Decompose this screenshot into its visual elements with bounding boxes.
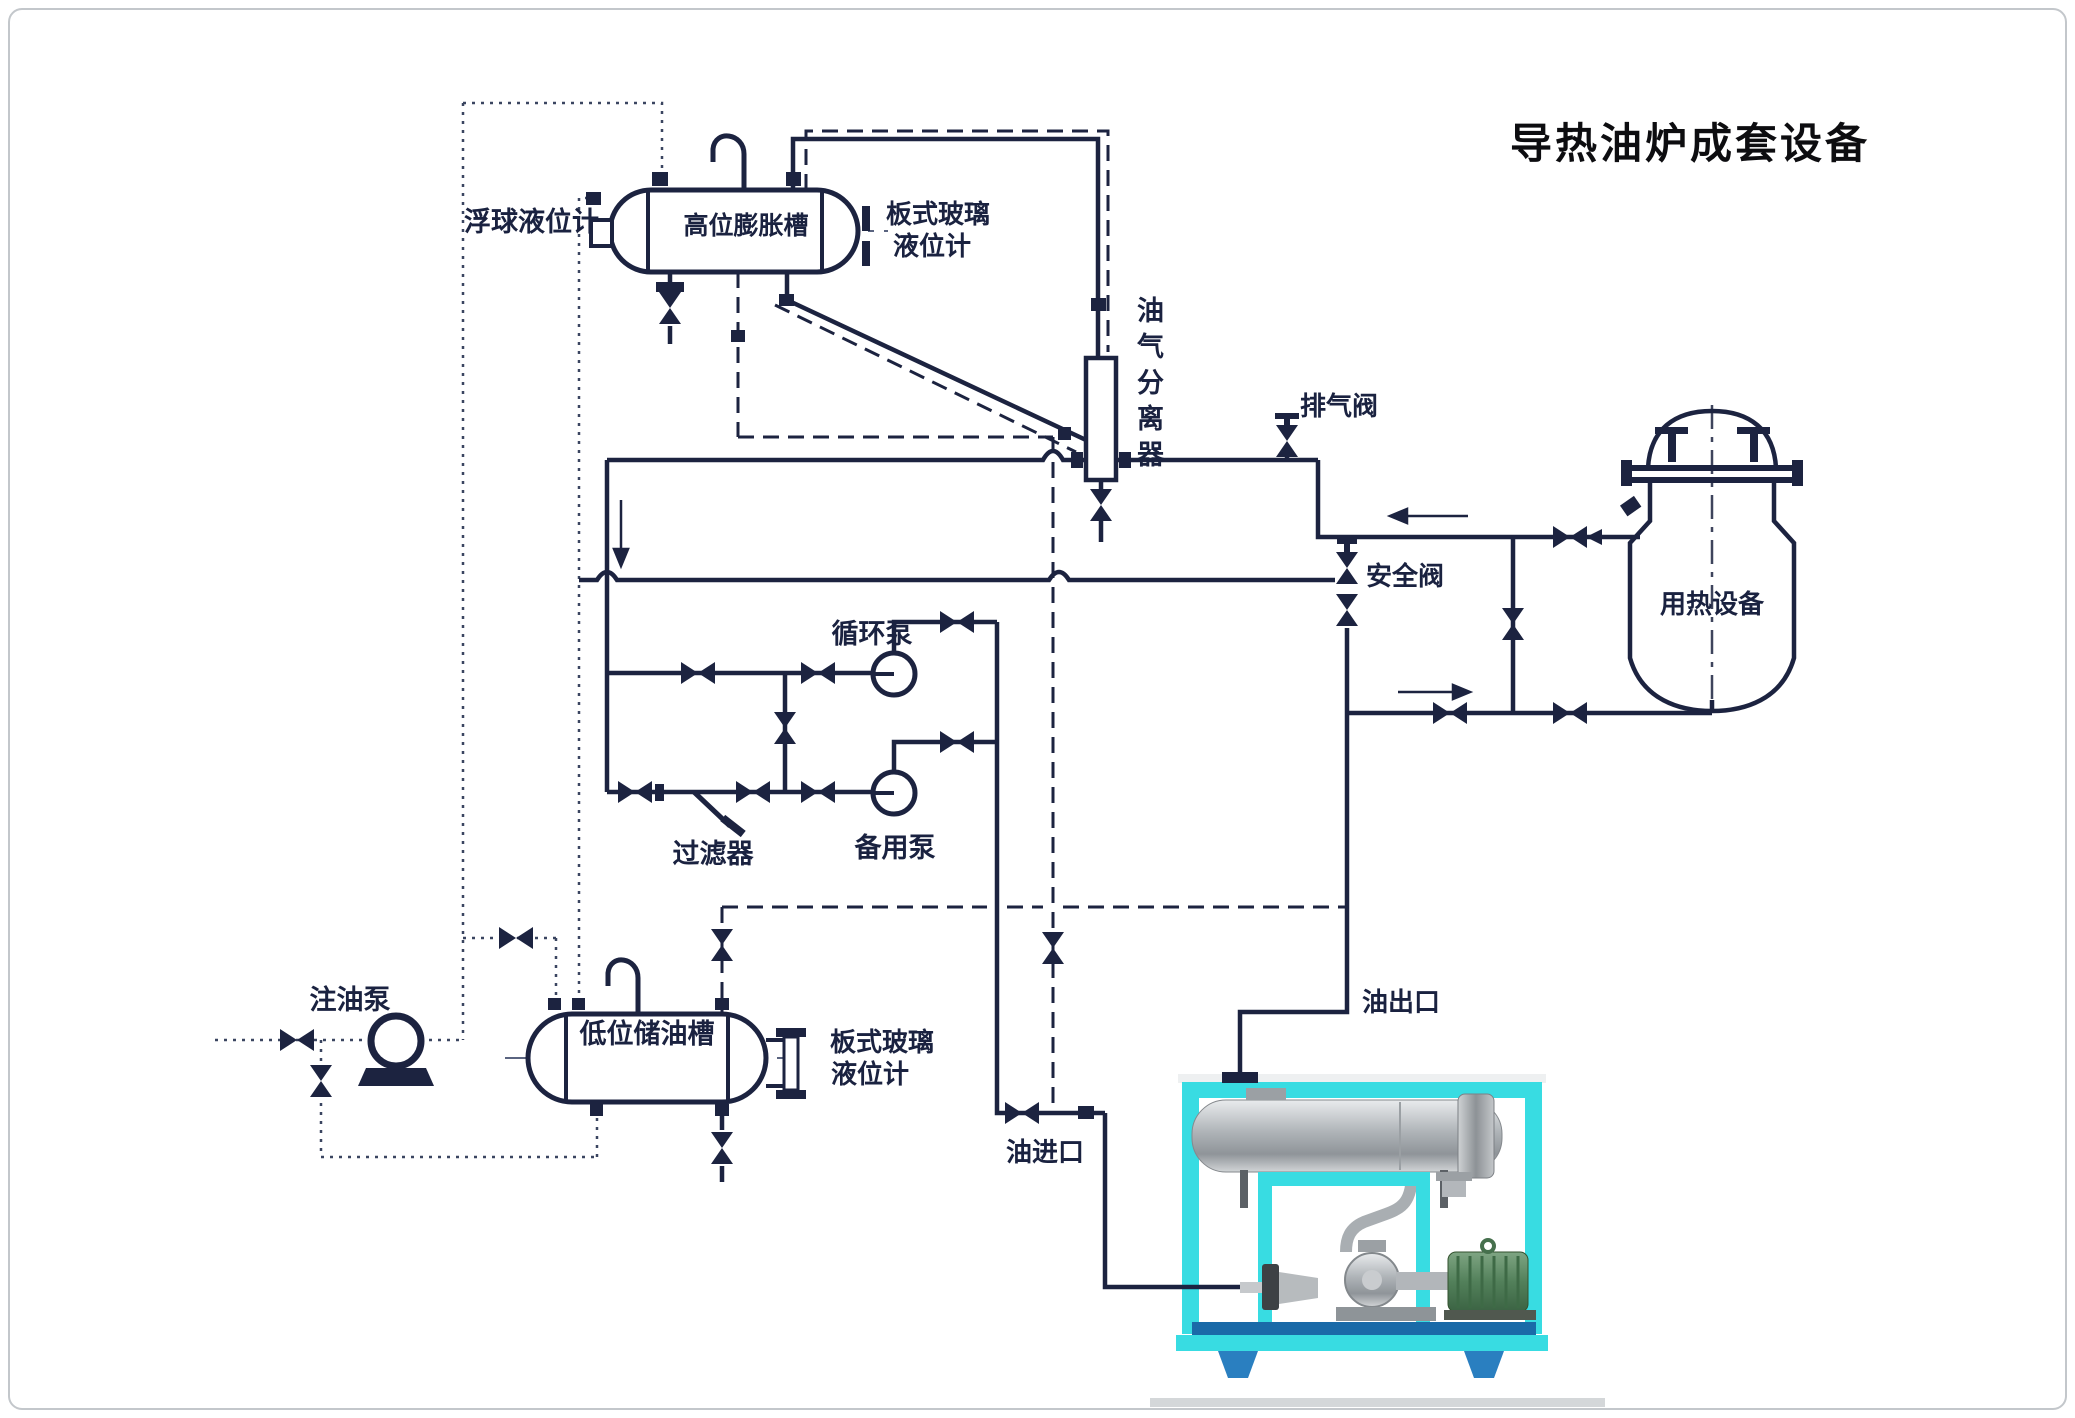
label-exhaust-valve: 排气阀	[1300, 392, 1379, 422]
oil-gas-separator	[1083, 355, 1119, 483]
storage-tank	[505, 957, 806, 1105]
vessel-side-nozzle	[1620, 495, 1642, 517]
filter-symbol	[655, 784, 746, 838]
down-arrow	[612, 547, 630, 570]
label-standby-pump: 备用泵	[854, 833, 936, 864]
page-title: 导热油炉成套设备	[1510, 119, 1871, 168]
label-heat-equipment: 用热设备	[1659, 590, 1765, 620]
label-safety-valve: 安全阀	[1366, 562, 1445, 592]
furnace-motor	[1447, 1251, 1529, 1313]
main-piping	[579, 136, 1715, 1290]
pumps	[870, 650, 918, 817]
dashed-lines	[720, 129, 1347, 1110]
vent-hook	[710, 133, 747, 190]
photo-shadow	[1150, 1398, 1605, 1407]
label-oil-inlet: 油进口	[1006, 1138, 1085, 1168]
label-plate-gauge-top-2: 液位计	[892, 232, 972, 262]
heat-equipment-vessel	[1586, 405, 1803, 718]
left-arrow	[1386, 507, 1409, 525]
label-plate-gauge-bottom-1: 板式玻璃	[829, 1028, 935, 1058]
vent-hook	[605, 957, 641, 1014]
valves	[280, 282, 1587, 1164]
plate-glass-gauge	[782, 1035, 800, 1092]
label-float-level-gauge: 浮球液位计	[464, 207, 599, 238]
flow-arrows	[612, 500, 1474, 701]
label-oil-outlet: 油出口	[1362, 988, 1441, 1018]
furnace-flange	[1457, 1093, 1495, 1179]
dotted-fill-lines	[215, 101, 664, 1159]
furnace-photo	[1150, 1074, 1605, 1407]
expansion-tank	[589, 133, 888, 275]
label-injection-pump: 注油泵	[309, 985, 391, 1016]
injection-pump-symbol	[358, 1012, 434, 1086]
label-storage-tank: 低位储油槽	[579, 1019, 715, 1050]
flange-ticks	[548, 172, 1258, 1119]
label-plate-gauge-bottom-2: 液位计	[830, 1060, 910, 1090]
label-circulation-pump: 循环泵	[831, 619, 913, 650]
label-oil-gas-separator: 油气分离器	[1132, 296, 1163, 476]
label-filter: 过滤器	[672, 839, 754, 870]
float-gauge-nozzle	[589, 218, 614, 248]
right-arrow	[1451, 683, 1474, 701]
label-plate-gauge-top-1: 板式玻璃	[885, 200, 991, 230]
label-expansion-tank: 高位膨胀槽	[683, 211, 809, 240]
